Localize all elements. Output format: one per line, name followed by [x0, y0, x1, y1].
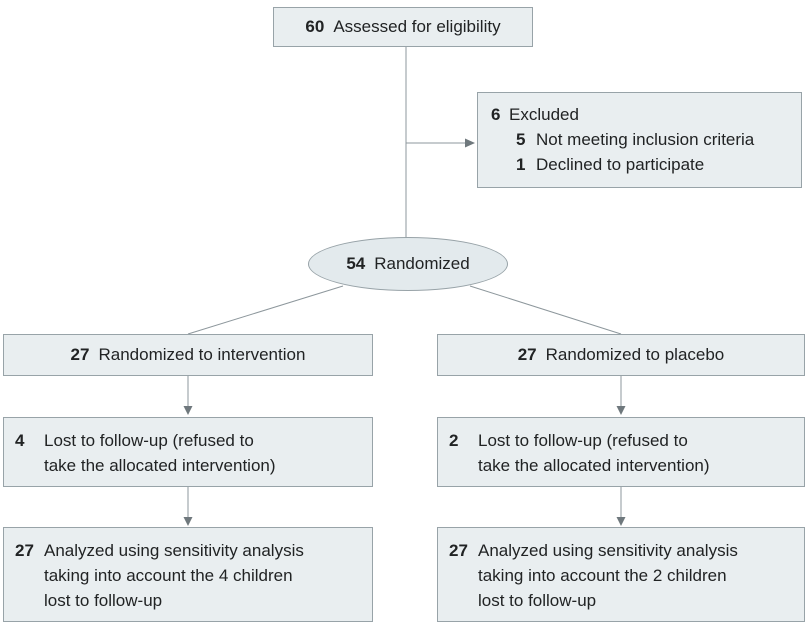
- assessed-label: Assessed for eligibility: [333, 17, 501, 36]
- arrowhead-excluded: [465, 138, 475, 148]
- randomized-count: 54: [346, 254, 366, 273]
- assessed-count: 60: [305, 17, 325, 36]
- arrowhead-placebo-lost: [616, 406, 626, 415]
- assessed-box: 60 Assessed for eligibility: [273, 7, 533, 47]
- arrowhead-intervention-analyzed: [183, 517, 193, 526]
- intervention-lost-label: Lost to follow-up (refused to take the a…: [44, 431, 276, 475]
- excluded-count: 6: [491, 105, 501, 124]
- intervention-lost-count: 4: [15, 431, 25, 450]
- intervention-lost-box: 4 Lost to follow-up (refused to take the…: [3, 417, 373, 487]
- randomized-ellipse: 54 Randomized: [308, 237, 508, 291]
- excluded-reason: 5 Not meeting inclusion criteria: [491, 127, 801, 152]
- excluded-reason: 1 Declined to participate: [491, 152, 801, 177]
- excluded-line: 6 Excluded: [491, 102, 801, 127]
- connector-randomized-to-placebo: [469, 285, 622, 335]
- intervention-allocated-count: 27: [70, 345, 90, 364]
- placebo-analyzed-label: Analyzed using sensitivity analysis taki…: [478, 541, 738, 610]
- reason-label: Declined to participate: [536, 155, 705, 174]
- excluded-label: Excluded: [509, 105, 579, 124]
- placebo-lost-label: Lost to follow-up (refused to take the a…: [478, 431, 710, 475]
- intervention-allocated-box: 27 Randomized to intervention: [3, 334, 373, 376]
- placebo-allocated-box: 27 Randomized to placebo: [437, 334, 805, 376]
- reason-label: Not meeting inclusion criteria: [536, 130, 755, 149]
- placebo-allocated-label: Randomized to placebo: [545, 345, 725, 364]
- placebo-lost-box: 2 Lost to follow-up (refused to take the…: [437, 417, 805, 487]
- excluded-box: 6 Excluded 5 Not meeting inclusion crite…: [477, 92, 802, 188]
- intervention-analyzed-count: 27: [15, 541, 34, 560]
- intervention-allocated-label: Randomized to intervention: [98, 345, 306, 364]
- arrowhead-placebo-analyzed: [616, 517, 626, 526]
- reason-count: 5: [516, 130, 526, 149]
- intervention-analyzed-box: 27 Analyzed using sensitivity analysis t…: [3, 527, 373, 622]
- placebo-analyzed-count: 27: [449, 541, 468, 560]
- placebo-analyzed-box: 27 Analyzed using sensitivity analysis t…: [437, 527, 805, 622]
- placebo-lost-count: 2: [449, 431, 459, 450]
- randomized-label: Randomized: [374, 254, 470, 273]
- reason-count: 1: [516, 155, 526, 174]
- placebo-allocated-count: 27: [517, 345, 537, 364]
- connector-randomized-to-intervention: [187, 285, 344, 335]
- arrowhead-intervention-lost: [183, 406, 193, 415]
- intervention-analyzed-label: Analyzed using sensitivity analysis taki…: [44, 541, 304, 610]
